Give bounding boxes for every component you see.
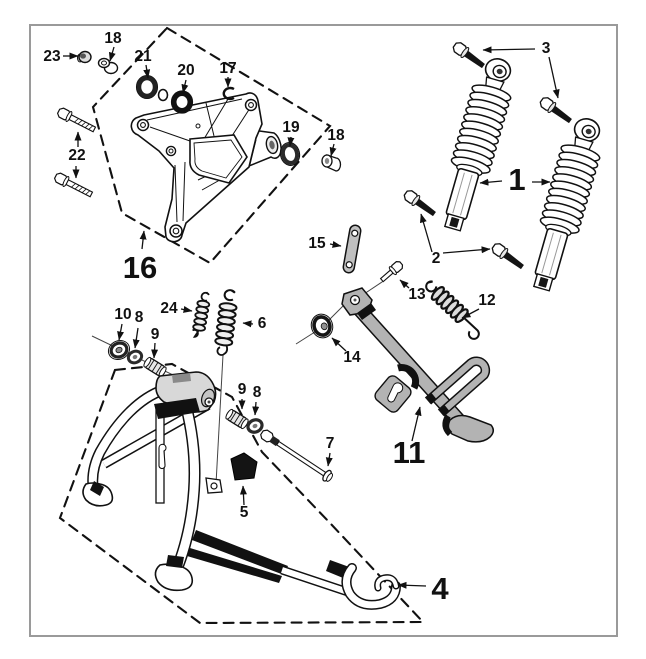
- bushing-18b: [321, 154, 342, 172]
- callout-7: 7: [326, 435, 335, 452]
- callout-19: 19: [282, 119, 300, 136]
- callout-4: 4: [431, 571, 449, 606]
- callout-9b: 9: [238, 381, 247, 398]
- callout-3: 3: [542, 40, 551, 57]
- circlip-17: [222, 86, 235, 101]
- callout-5: 5: [240, 504, 249, 521]
- bracket-group-outline: [91, 26, 332, 265]
- bolt-13: [379, 261, 404, 283]
- callout-17: 17: [219, 60, 236, 77]
- callout-18a: 18: [104, 30, 122, 47]
- flange-nut-23: [77, 50, 92, 64]
- spacer-ring: [157, 88, 169, 102]
- spring-6: [214, 289, 238, 356]
- callout-13: 13: [408, 286, 426, 303]
- link-plate-15: [342, 224, 362, 274]
- callout-20: 20: [177, 62, 194, 79]
- callout-leaders: [63, 46, 560, 589]
- callout-16: 16: [123, 250, 157, 285]
- callout-1: 1: [508, 162, 525, 197]
- callout-18b: 18: [327, 127, 345, 144]
- washer-14: [310, 313, 334, 339]
- callout-22: 22: [68, 147, 85, 164]
- spring-24: [192, 291, 211, 338]
- bushing-18a: [97, 57, 119, 75]
- callout-14: 14: [343, 349, 361, 366]
- callout-12: 12: [478, 292, 495, 309]
- bearing-21: [135, 74, 159, 100]
- callout-8b: 8: [253, 384, 262, 401]
- callout-6: 6: [258, 315, 267, 332]
- callout-2: 2: [432, 250, 441, 267]
- callout-8a: 8: [135, 309, 144, 326]
- washer-10: [107, 340, 131, 360]
- callout-labels: 1 2 3 4 5 6 7 8 8 9 9 10 11 12 13 14 15 …: [43, 30, 550, 606]
- washer-8b: [246, 418, 264, 434]
- callout-24: 24: [160, 300, 178, 317]
- callout-9a: 9: [151, 326, 160, 343]
- rubber-buffer-5: [230, 452, 258, 481]
- callout-11: 11: [393, 435, 426, 470]
- callout-21: 21: [134, 48, 152, 65]
- centre-stand: [82, 371, 401, 610]
- bearing-20: [170, 90, 194, 114]
- callout-15: 15: [308, 235, 326, 252]
- support-bracket: [130, 92, 282, 243]
- side-stand: [341, 287, 494, 443]
- callout-10: 10: [114, 306, 131, 323]
- bolt-7: [260, 429, 334, 482]
- washer-8a: [126, 349, 144, 365]
- callout-23: 23: [43, 48, 61, 65]
